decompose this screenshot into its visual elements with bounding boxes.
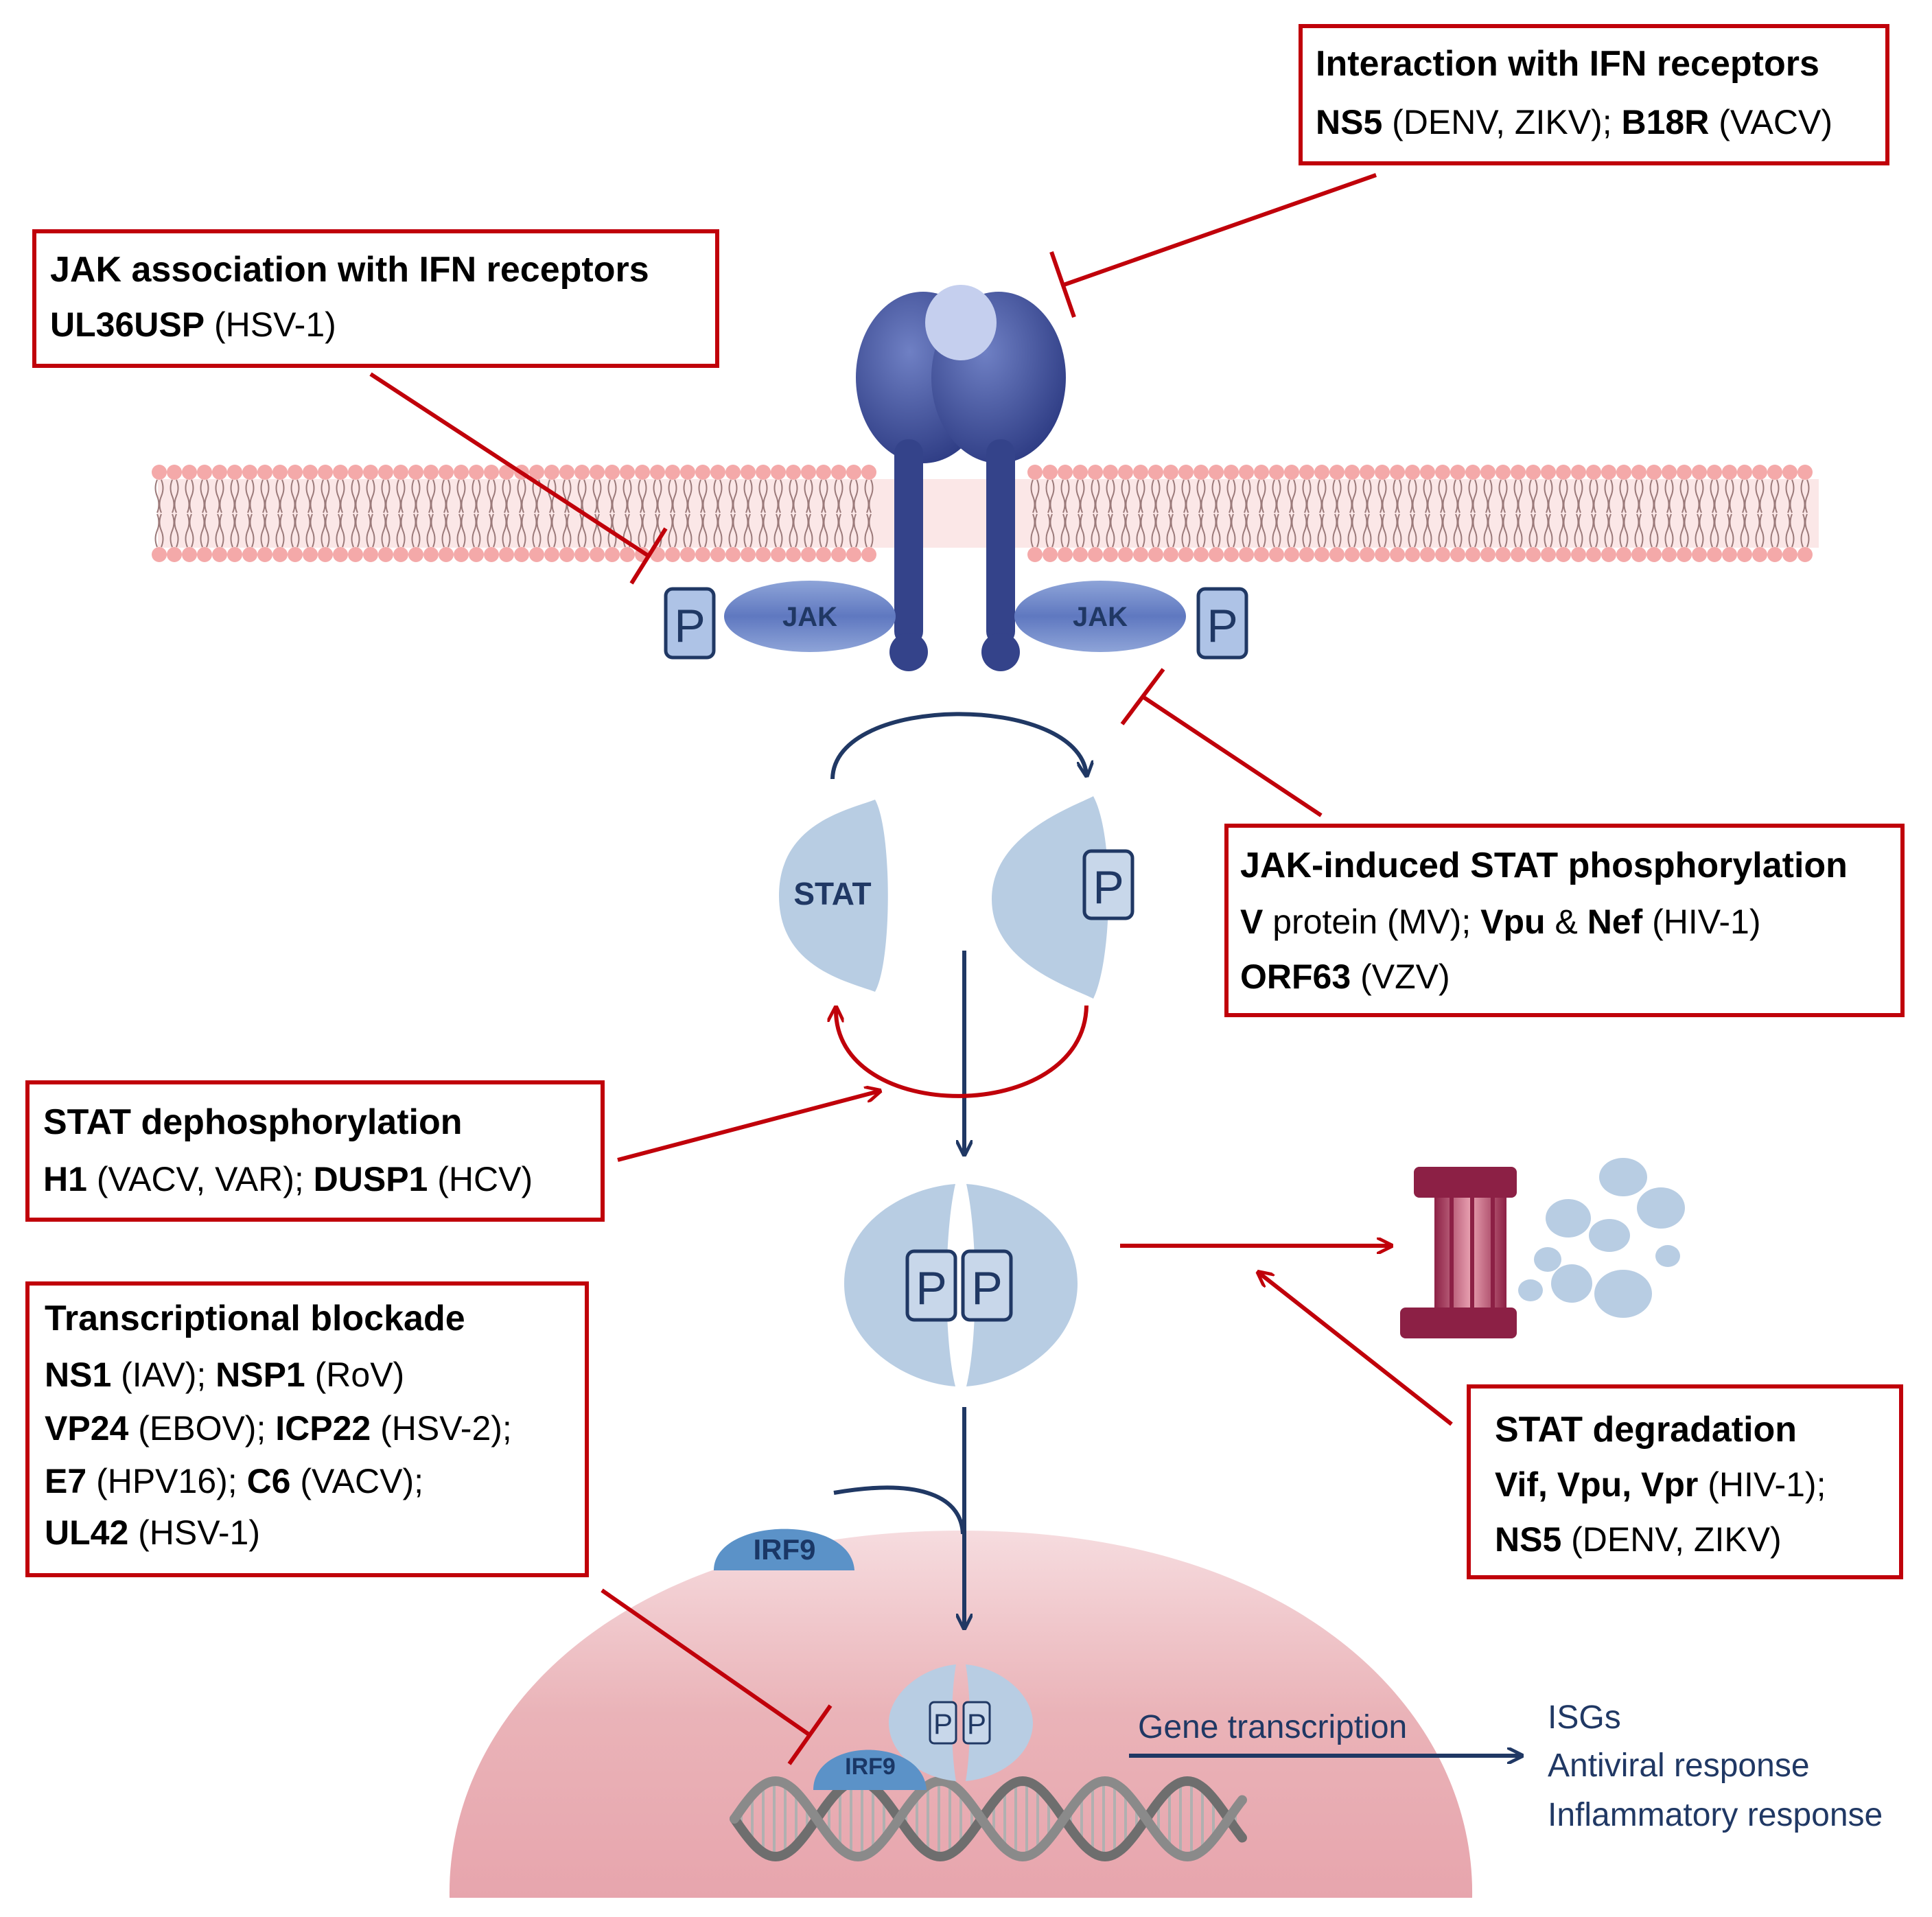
dimer-p2-label: P [971,1262,1002,1314]
outcome-inflammatory: Inflammatory response [1548,1797,1883,1833]
jak-right-p-label: P [1207,600,1237,652]
inhibition-lines [369,173,1453,1765]
stat-phosphorylated: P [992,796,1134,999]
box-stat-degradation-line2: NS5 (DENV, ZIKV) [1495,1520,1782,1559]
box-stat-dephos-line1: H1 (VACV, VAR); DUSP1 (HCV) [43,1160,533,1198]
gene-transcription-label: Gene transcription [1138,1709,1407,1745]
irf9-nuclear-label: IRF9 [845,1754,896,1780]
box-transcriptional-title: Transcriptional blockade [45,1299,465,1338]
box-jak-stat-phos-title: JAK-induced STAT phosphorylation [1240,846,1848,885]
dimer-p1-label: P [916,1262,946,1314]
jak-right-phospho: P [1196,587,1248,660]
stat-phosphorylation-inhibition [1141,695,1323,817]
isgf3-complex: P P IRF9 [813,1664,1033,1790]
box-transcriptional-line3: E7 (HPV16); C6 (VACV); [45,1462,423,1500]
degradation-viral-arrow [1259,1273,1453,1426]
irf9-cytoplasm: IRF9 [714,1529,854,1570]
box-stat-dephos-title: STAT dephosphorylation [43,1102,463,1142]
outcome-isgs: ISGs [1548,1699,1621,1736]
box-stat-degradation: STAT degradation Vif, Vpu, Vpr (HIV-1); … [1467,1384,1903,1579]
jak-left-label: JAK [782,602,837,632]
dna-helix [730,1776,1247,1862]
irf9-cyto-label: IRF9 [753,1533,815,1566]
proteasome [1400,1167,1517,1338]
ifn-receptor-inhibition [1063,173,1377,287]
irf9-joins-arrow [833,1485,965,1535]
box-ifn-receptors: Interaction with IFN receptors NS5 (DENV… [1299,24,1889,165]
stat-dimer: P P [844,1184,1078,1386]
box-stat-degradation-title: STAT degradation [1495,1410,1797,1450]
box-jak-stat-phosphorylation: JAK-induced STAT phosphorylation V prote… [1224,824,1905,1017]
box-stat-dephosphorylation: STAT dephosphorylation H1 (VACV, VAR); D… [25,1080,605,1222]
box-transcriptional-blockade: Transcriptional blockade NS1 (IAV); NSP1… [25,1281,589,1577]
stat-label: STAT [793,876,871,911]
box-jak-stat-phos-line1: V protein (MV); Vpu & Nef (HIV-1) [1240,903,1761,941]
box-transcriptional-line2: VP24 (EBOV); ICP22 (HSV-2); [45,1409,512,1448]
box-transcriptional-line1: NS1 (IAV); NSP1 (RoV) [45,1356,404,1394]
cell-membrane [152,465,1819,562]
outcome-antiviral: Antiviral response [1548,1747,1810,1784]
ifn-receptor [856,285,1066,671]
isgf3-p2-label: P [967,1708,986,1740]
degraded-stat-fragments [1518,1158,1685,1318]
box-stat-degradation-line1: Vif, Vpu, Vpr (HIV-1); [1495,1465,1826,1504]
stat-monomer: STAT [779,800,888,992]
box-jak-association-line1: UL36USP (HSV-1) [50,305,336,344]
box-transcriptional-line4: UL42 (HSV-1) [45,1513,260,1552]
dephosphorylation-viral-arrow [617,1091,878,1162]
jak-right-label: JAK [1073,602,1128,632]
jak-right: JAK [1014,581,1186,652]
stat-p-label: P [1093,861,1124,914]
pathway-arrows [830,712,1520,1756]
jak-phosphorylates-stat-arrow [830,712,1086,780]
jak-left-p-label: P [674,600,705,652]
dephosphorylation-arrow [836,1005,1089,1098]
box-ifn-receptors-line1: NS5 (DENV, ZIKV); B18R (VACV) [1316,103,1832,141]
jak-left-phospho: P [664,587,716,660]
jak-left: JAK [724,581,896,652]
box-ifn-receptors-title: Interaction with IFN receptors [1316,44,1819,84]
box-jak-association: JAK association with IFN receptors UL36U… [32,229,719,368]
transcription-blockade-inhibition [601,1588,811,1737]
jak-association-inhibition [369,372,650,558]
isgf3-p1-label: P [933,1708,953,1740]
box-jak-association-title: JAK association with IFN receptors [50,250,649,290]
box-jak-stat-phos-line2: ORF63 (VZV) [1240,957,1450,996]
